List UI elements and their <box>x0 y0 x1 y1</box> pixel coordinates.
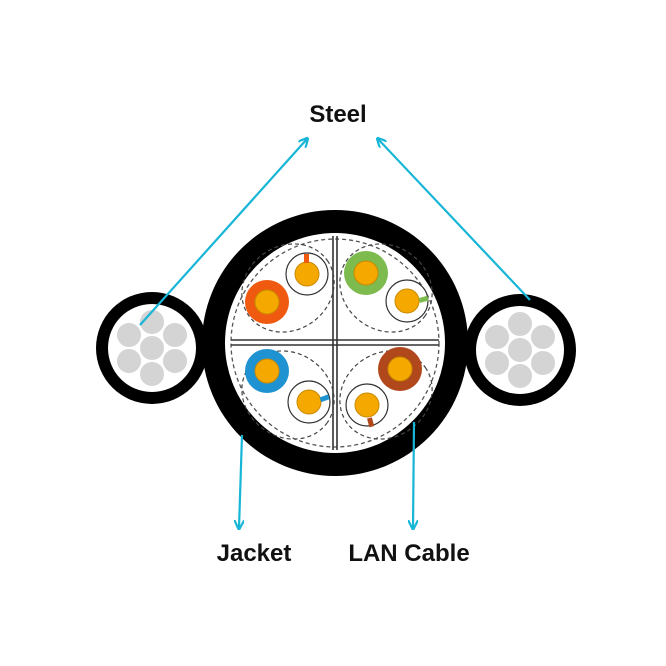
steel-strand <box>138 308 166 336</box>
jacket-label: Jacket <box>217 540 292 567</box>
steel-strand <box>506 336 534 364</box>
brown-pair <box>345 347 422 428</box>
jacket-arrow <box>239 434 242 528</box>
steel-strand <box>138 360 166 388</box>
conductor <box>294 261 320 287</box>
steel-label: Steel <box>309 101 366 128</box>
shield-dashed-ring <box>230 238 440 448</box>
steel-strand <box>529 349 557 377</box>
conductor <box>254 358 280 384</box>
inner-space <box>225 233 445 453</box>
steel-strand <box>506 362 534 390</box>
steel-strand <box>506 310 534 338</box>
blue-pair <box>245 349 331 424</box>
steel-strand <box>115 321 143 349</box>
lan-cable-label: LAN Cable <box>348 540 469 567</box>
conductor <box>353 260 379 286</box>
left-steel-messenger <box>96 292 208 404</box>
steel-strand <box>529 323 557 351</box>
green-pair <box>344 251 429 323</box>
conductor <box>254 289 280 315</box>
orange-stripe <box>304 254 309 263</box>
conductor <box>354 392 380 418</box>
brown-stripe <box>367 417 375 428</box>
blue-stripe <box>319 394 330 403</box>
leader-arrows <box>139 139 531 528</box>
conductor <box>387 356 413 382</box>
steel-arrow-right <box>378 139 531 301</box>
left-steel-strands <box>115 308 189 388</box>
conductor <box>394 288 420 314</box>
green-stripe <box>418 295 429 303</box>
steel-strand <box>483 349 511 377</box>
conductor <box>296 389 322 415</box>
steel-arrow-left <box>139 139 307 326</box>
steel-strand <box>161 321 189 349</box>
cross-separator <box>231 236 439 450</box>
steel-strand <box>161 347 189 375</box>
right-steel-messenger <box>464 294 576 406</box>
right-steel-strands <box>483 310 557 390</box>
lan-cable-arrow <box>413 421 414 528</box>
steel-strand <box>138 334 166 362</box>
steel-strand <box>483 323 511 351</box>
orange-pair <box>245 252 329 324</box>
steel-strand <box>115 347 143 375</box>
lan-cable-core <box>202 210 468 476</box>
